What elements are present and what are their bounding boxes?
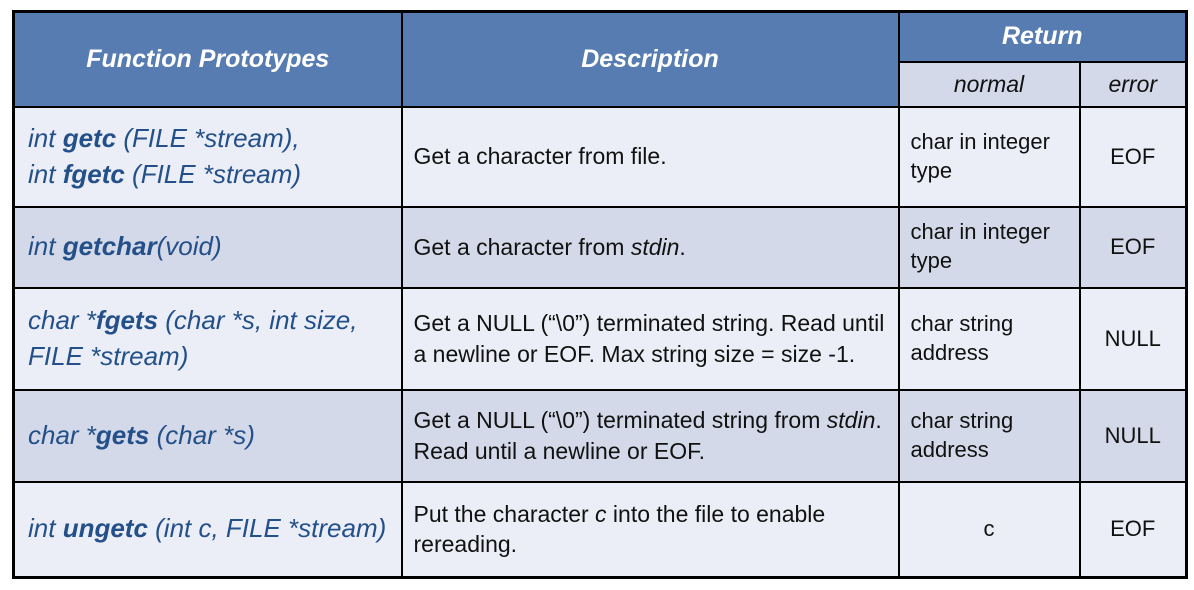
table-row-fgets: char *fgets (char *s, int size, FILE *st…	[12, 286, 1188, 391]
description-cell: Put the character c into the file to ena…	[400, 480, 900, 579]
subheader-error: error	[1078, 60, 1188, 108]
normal-return-cell: char in integer type	[897, 205, 1081, 289]
table-row-getchar: int getchar(void) Get a character from s…	[12, 205, 1188, 289]
error-return-cell: EOF	[1078, 205, 1188, 289]
normal-return-cell: char string address	[897, 286, 1081, 391]
error-return-cell: NULL	[1078, 388, 1188, 483]
prototype-cell: char *fgets (char *s, int size, FILE *st…	[12, 286, 403, 391]
description-cell: Get a character from stdin.	[400, 205, 900, 289]
error-return-cell: EOF	[1078, 480, 1188, 579]
table-row-gets: char *gets (char *s) Get a NULL (“\0”) t…	[12, 388, 1188, 483]
normal-return-cell: char in integer type	[897, 105, 1081, 208]
prototype-cell: int getc (FILE *stream), int fgetc (FILE…	[12, 105, 403, 208]
header-function-prototypes: Function Prototypes	[12, 10, 403, 108]
error-return-cell: EOF	[1078, 105, 1188, 208]
table-row-getc-fgetc: int getc (FILE *stream), int fgetc (FILE…	[12, 105, 1188, 208]
header-row-sub: normal error	[14, 60, 1188, 108]
function-prototypes-table: Function Prototypes Description Return n…	[12, 10, 1188, 579]
header-return: Return	[897, 10, 1188, 63]
description-cell: Get a NULL (“\0”) terminated string from…	[400, 388, 900, 483]
subheader-normal: normal	[897, 60, 1081, 108]
description-cell: Get a character from file.	[400, 105, 900, 208]
table-row-ungetc: int ungetc (int c, FILE *stream) Put the…	[12, 480, 1188, 579]
header-row-top: Function Prototypes Description Return	[12, 10, 1188, 108]
prototype-cell: int ungetc (int c, FILE *stream)	[12, 480, 403, 579]
prototype-cell: char *gets (char *s)	[12, 388, 403, 483]
error-return-cell: NULL	[1078, 286, 1188, 391]
description-cell: Get a NULL (“\0”) terminated string. Rea…	[400, 286, 900, 391]
normal-return-cell: char string address	[897, 388, 1081, 483]
prototype-cell: int getchar(void)	[12, 205, 403, 289]
normal-return-cell: c	[897, 480, 1081, 579]
header-description: Description	[400, 10, 900, 108]
